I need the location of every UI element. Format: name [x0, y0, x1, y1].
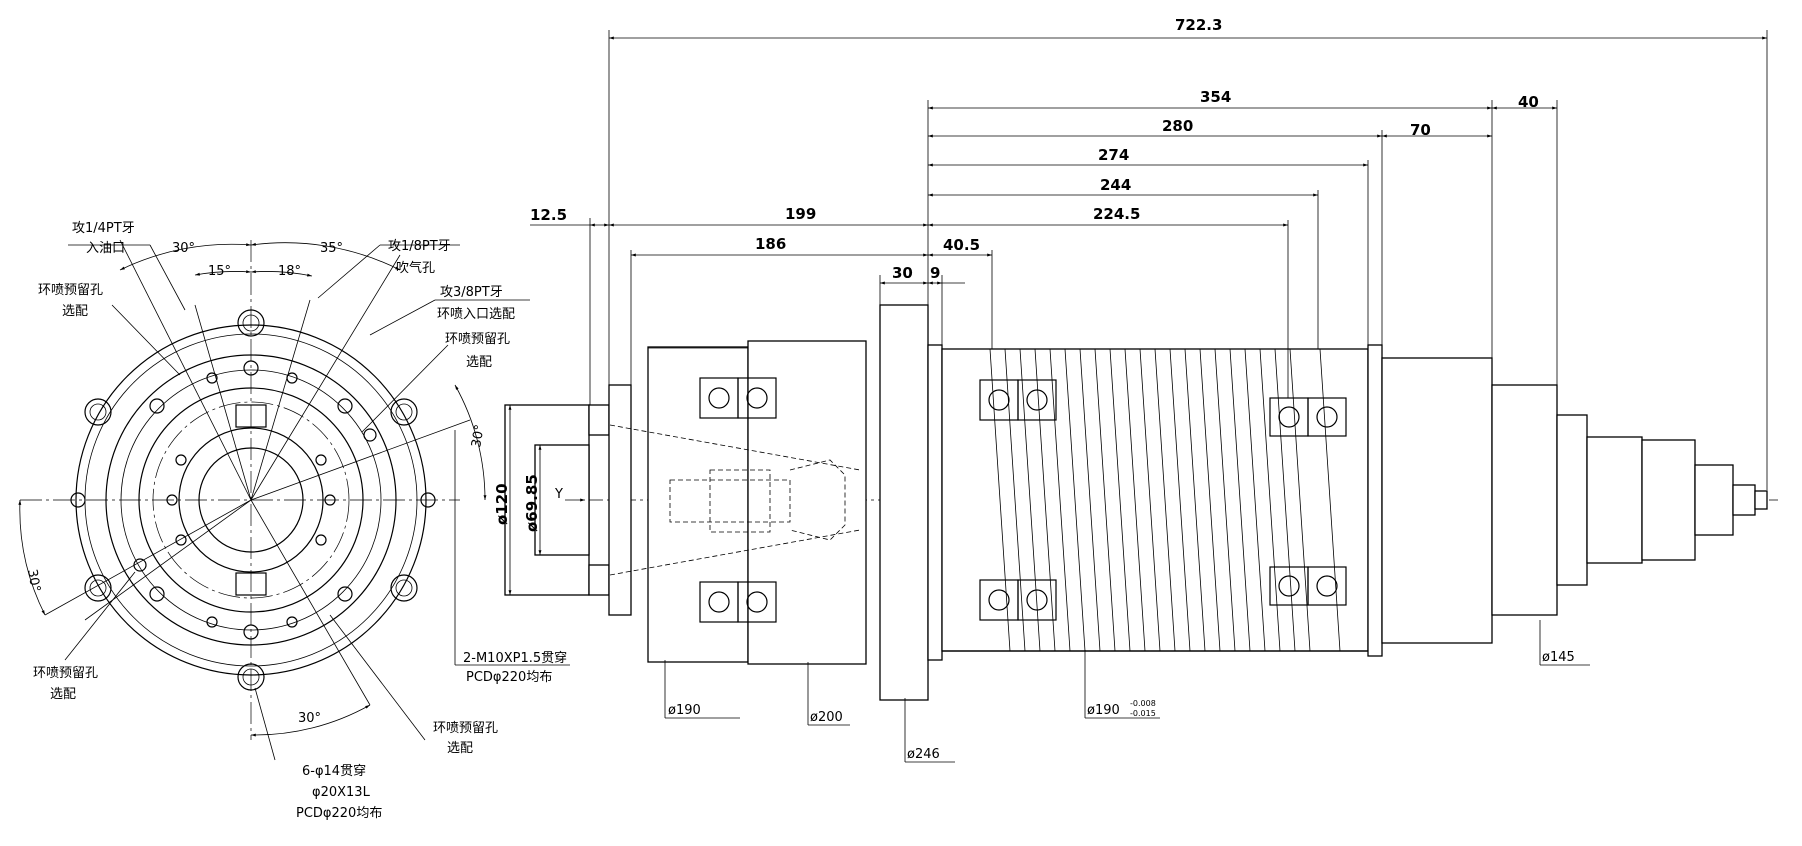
dim-dia69-85: ø69.85: [523, 474, 541, 532]
air-hole-sub: 吹气孔: [396, 260, 435, 276]
hole-pcd: PCDφ220均布: [296, 806, 382, 821]
dim-354: 354: [1200, 88, 1231, 106]
ring-bottom-right-label: 环喷预留孔: [433, 721, 498, 736]
dim-40: 40: [1518, 93, 1539, 111]
side-view: [504, 304, 1778, 701]
front-view-notes: 攻1/4PT牙 入油口 攻1/8PT牙 吹气孔 环喷预留孔 选配 攻3/8PT牙…: [33, 221, 570, 821]
mid-bearings: [979, 379, 1347, 621]
dia-190: ø190: [668, 703, 701, 718]
ring-inlet-sub: 环喷入口选配: [437, 307, 515, 322]
m10-sub: PCDφ220均布: [466, 670, 552, 685]
dia-200: ø200: [810, 710, 843, 725]
dim-overall: 722.3: [1175, 16, 1222, 34]
dim-dia120: ø120: [493, 483, 511, 525]
dim-9: 9: [930, 264, 940, 282]
small-holes: [133, 360, 377, 640]
cooling-ribs: [989, 348, 1341, 652]
dim-224-5: 224.5: [1093, 205, 1140, 223]
angle-30-bottom: 30°: [298, 711, 321, 726]
axis-marker: Y: [554, 487, 563, 502]
dim-70: 70: [1410, 121, 1431, 139]
front-bearings: [699, 377, 777, 623]
dim-280: 280: [1162, 117, 1193, 135]
angle-30-left: 30°: [24, 568, 43, 593]
dim-244: 244: [1100, 176, 1131, 194]
angle-35-top: 35°: [320, 241, 343, 256]
dimension-lines: [505, 30, 1768, 763]
tol-upper: -0.008: [1130, 699, 1156, 708]
ring-bottom-left-label: 环喷预留孔: [33, 666, 98, 681]
dia-190-tol: ø190: [1087, 703, 1120, 718]
ring-top-right-label: 环喷预留孔: [445, 332, 510, 347]
tol-lower: -0.015: [1130, 709, 1156, 718]
dim-40-5: 40.5: [943, 236, 980, 254]
hole-label: 6-φ14贯穿: [302, 763, 366, 779]
m10-label: 2-M10XP1.5贯穿: [463, 650, 567, 666]
ring-top-right-sub: 选配: [466, 355, 492, 370]
oil-inlet-sub: 入油口: [86, 241, 125, 256]
ring-bottom-left-sub: 选配: [50, 687, 76, 702]
hole-sub: φ20X13L: [312, 785, 371, 800]
dia-145: ø145: [1542, 650, 1575, 665]
ring-inlet-label: 攻3/8PT牙: [440, 285, 503, 300]
ring-top-left-sub: 选配: [62, 304, 88, 319]
angle-30-right: 30°: [469, 423, 488, 448]
oil-inlet-label: 攻1/4PT牙: [72, 221, 135, 236]
dia-246: ø246: [907, 747, 940, 762]
front-view: [18, 239, 487, 740]
angle-30-top: 30°: [172, 241, 195, 256]
angle-18: 18°: [278, 264, 301, 279]
dim-199: 199: [785, 205, 816, 223]
ring-top-left-label: 环喷预留孔: [38, 283, 103, 298]
dim-186: 186: [755, 235, 786, 253]
dim-12-5: 12.5: [530, 206, 567, 224]
dim-274: 274: [1098, 146, 1129, 164]
ring-bottom-right-sub: 选配: [447, 741, 473, 756]
dim-30: 30: [892, 264, 913, 282]
angle-15: 15°: [208, 264, 231, 279]
bolt-holes: [70, 309, 436, 691]
air-hole-label: 攻1/8PT牙: [388, 239, 451, 254]
